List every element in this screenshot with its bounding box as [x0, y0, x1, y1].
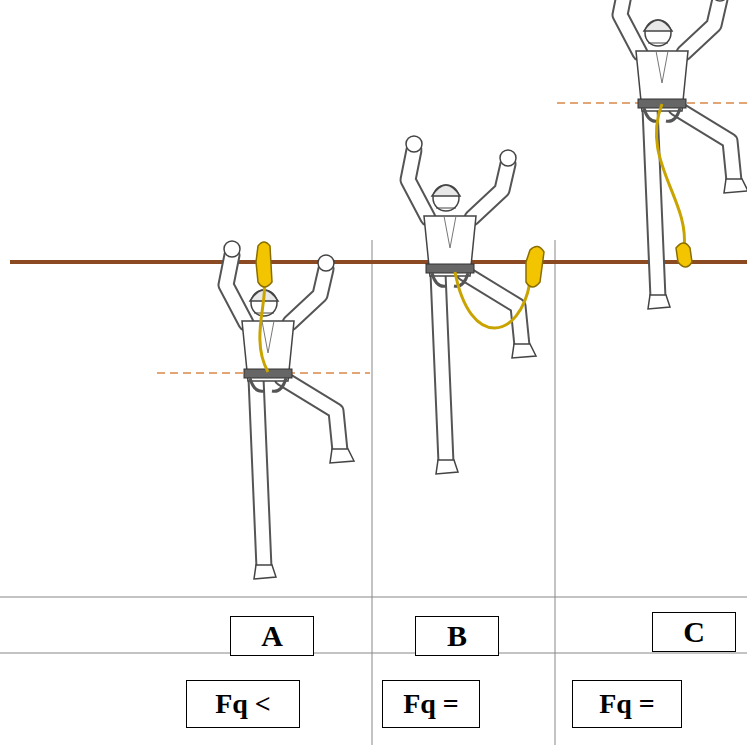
label-box: Fq = [382, 680, 480, 728]
panel-label: A [261, 621, 283, 651]
label-box: Fq = [572, 680, 682, 728]
label-box: B [415, 616, 499, 656]
panel-label: Fq = [599, 690, 655, 718]
panel-label: C [683, 617, 705, 647]
label-box: C [652, 612, 736, 652]
panel-label: Fq = [403, 690, 459, 718]
panel-label: Fq < [215, 690, 271, 718]
label-box: A [230, 616, 314, 656]
panel-label: B [447, 621, 467, 651]
label-box: Fq < [186, 680, 300, 728]
